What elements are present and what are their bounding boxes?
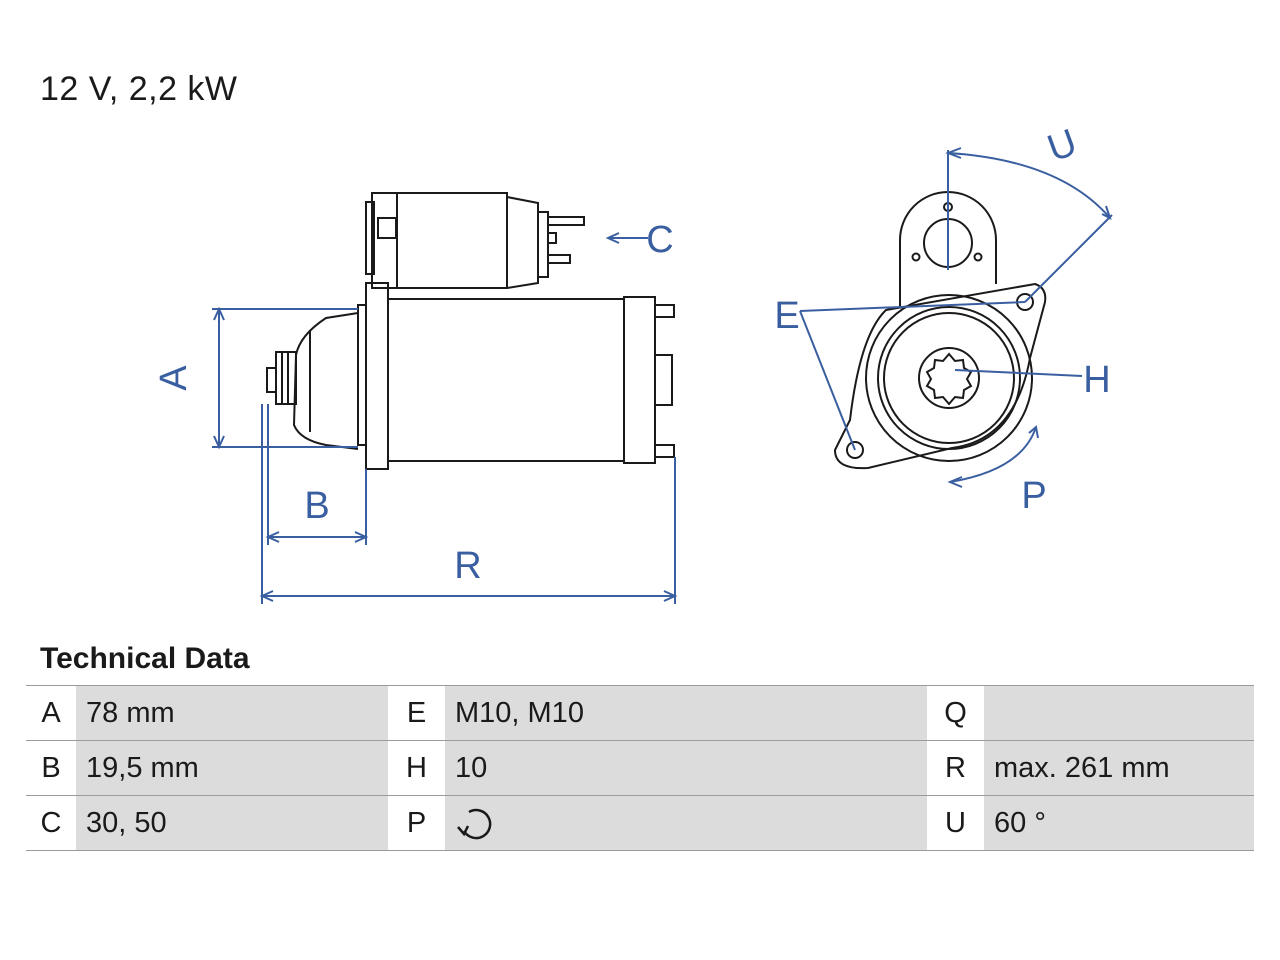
spec-key-u: U	[927, 795, 984, 851]
spec-value-u: 60 °	[984, 795, 1254, 851]
spec-value-h: 10	[445, 740, 927, 796]
dimension-label-r: R	[454, 545, 481, 587]
spec-value-p	[445, 795, 927, 851]
front-view	[833, 191, 1047, 470]
side-view-dimensions	[212, 232, 678, 604]
technical-data-heading: Technical Data	[40, 642, 250, 675]
table-row: C 30, 50 P U 60 °	[26, 795, 1254, 851]
spec-value-q	[984, 685, 1254, 741]
spec-value-e: M10, M10	[445, 685, 927, 741]
front-view-dimensions	[799, 147, 1113, 488]
dimension-label-e: E	[774, 295, 799, 337]
spec-key-p: P	[388, 795, 445, 851]
spec-value-r: max. 261 mm	[984, 740, 1254, 796]
spec-value-a: 78 mm	[76, 685, 388, 741]
spec-value-c: 30, 50	[76, 795, 388, 851]
side-view	[266, 192, 675, 470]
spec-key-b: B	[26, 740, 76, 796]
spec-key-r: R	[927, 740, 984, 796]
dimension-label-u: U	[1042, 122, 1082, 171]
product-title: 12 V, 2,2 kW	[40, 70, 238, 108]
dimension-label-h: H	[1083, 359, 1110, 401]
clockwise-rotation-icon	[457, 808, 492, 840]
technical-data-table: A 78 mm E M10, M10 Q B 19,5 mm H 10 R ma…	[26, 685, 1254, 851]
dimension-label-b: B	[304, 485, 329, 527]
dimension-label-p: P	[1021, 475, 1046, 517]
dimension-label-a: A	[153, 365, 195, 391]
spec-value-b: 19,5 mm	[76, 740, 388, 796]
table-row: B 19,5 mm H 10 R max. 261 mm	[26, 740, 1254, 796]
spec-key-c: C	[26, 795, 76, 851]
table-row: A 78 mm E M10, M10 Q	[26, 685, 1254, 741]
dimension-label-c: C	[646, 219, 673, 261]
spec-key-e: E	[388, 685, 445, 741]
spec-key-a: A	[26, 685, 76, 741]
spec-key-q: Q	[927, 685, 984, 741]
starter-motor-drawing: A B C R E H P U	[153, 122, 1113, 604]
spec-key-h: H	[388, 740, 445, 796]
